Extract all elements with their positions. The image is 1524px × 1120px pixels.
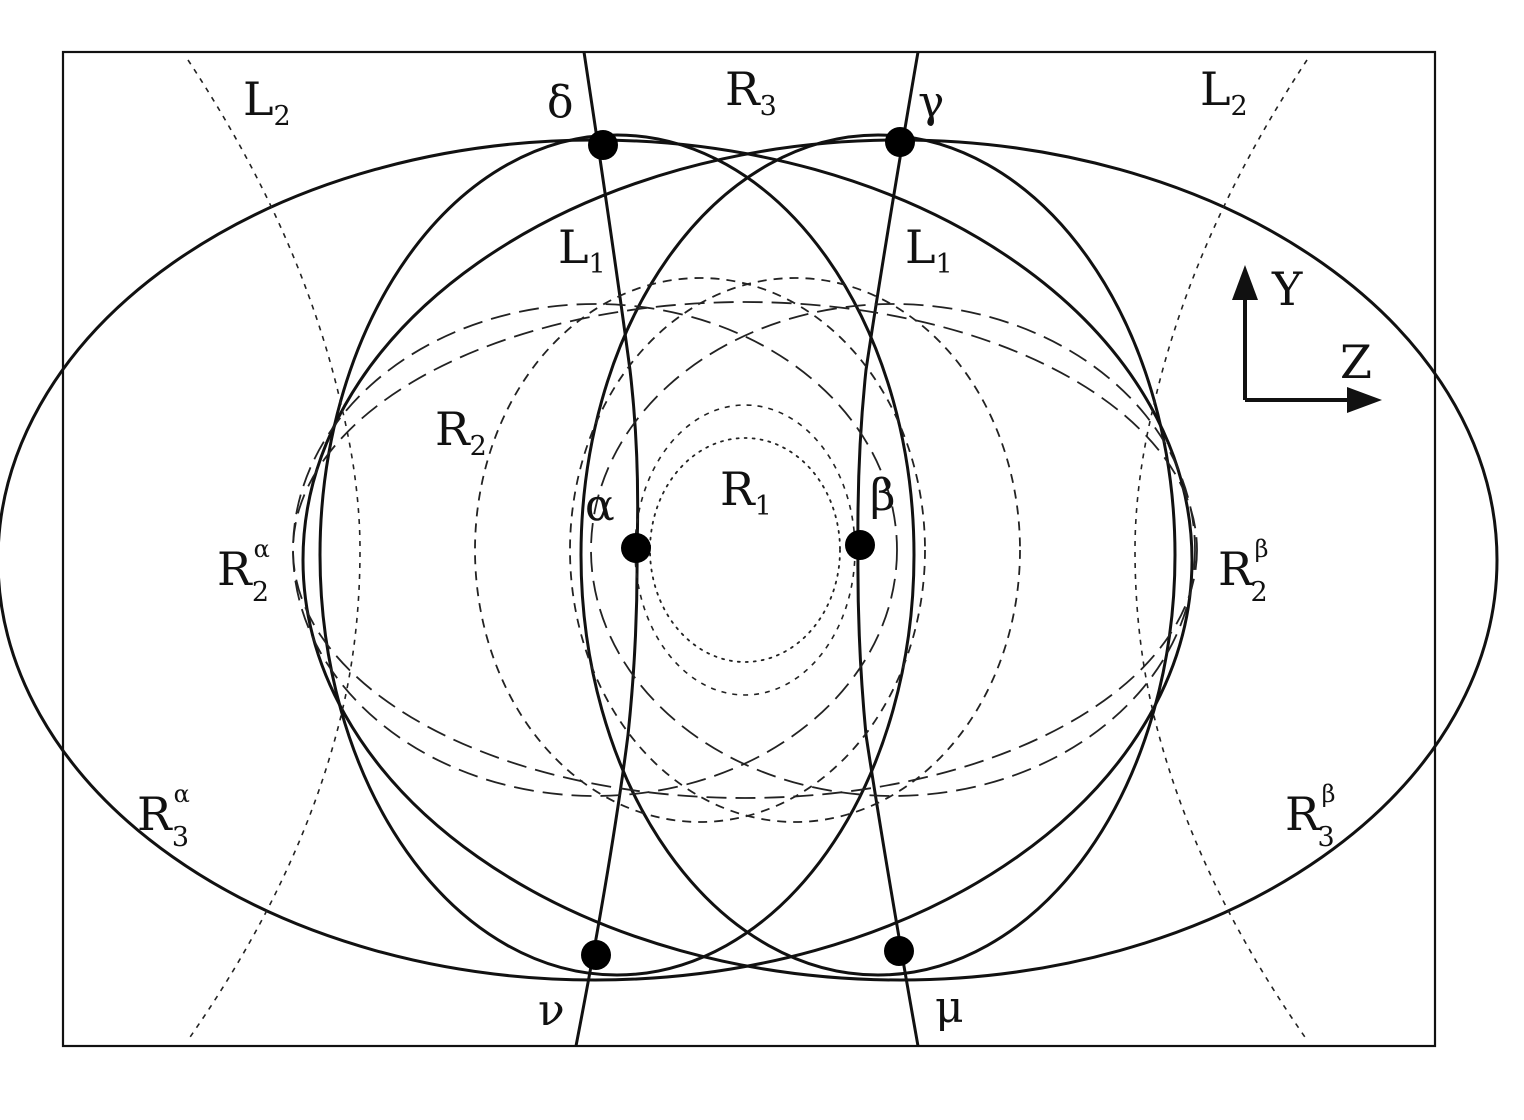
axis-y-label: Y [1271,262,1303,316]
axis-z-label: Z [1340,335,1372,389]
curve-r2-alpha [292,301,1198,799]
point-gamma [885,127,915,157]
point-beta [845,530,875,560]
label-r3-top: R3 [725,62,777,122]
label-r1: R1 [720,462,772,522]
label-l1-right: L1 [905,220,953,280]
curve-r1-outer [634,404,856,696]
point-nu [581,940,611,970]
curve-r2-mid-left [474,277,926,823]
label-point-nu: ν [538,985,565,1036]
axis-indicator: Y Z [1232,262,1382,413]
curve-r2-circle-right [579,133,1177,977]
label-r2: R2 [435,402,487,462]
label-l1-left: L1 [558,220,606,280]
curve-r2-mid-right [569,277,1021,823]
curve-r2-circle-left [318,133,916,977]
label-point-gamma: γ [918,77,944,128]
label-l2-right: L2 [1200,62,1248,122]
point-alpha [621,533,651,563]
diagram-frame [61,50,1437,1048]
point-mu [884,936,914,966]
curve-r3-beta [301,138,1499,982]
point-delta [588,130,618,160]
label-point-mu: μ [935,982,964,1033]
label-point-delta: δ [547,77,574,128]
label-point-beta: β [870,470,895,521]
curve-r1 [649,437,841,663]
label-l2-left: L2 [243,72,291,132]
label-point-alpha: α [585,480,615,531]
curve-r2-alpha-b [292,303,898,797]
curve-r2-beta-b [590,303,1196,797]
